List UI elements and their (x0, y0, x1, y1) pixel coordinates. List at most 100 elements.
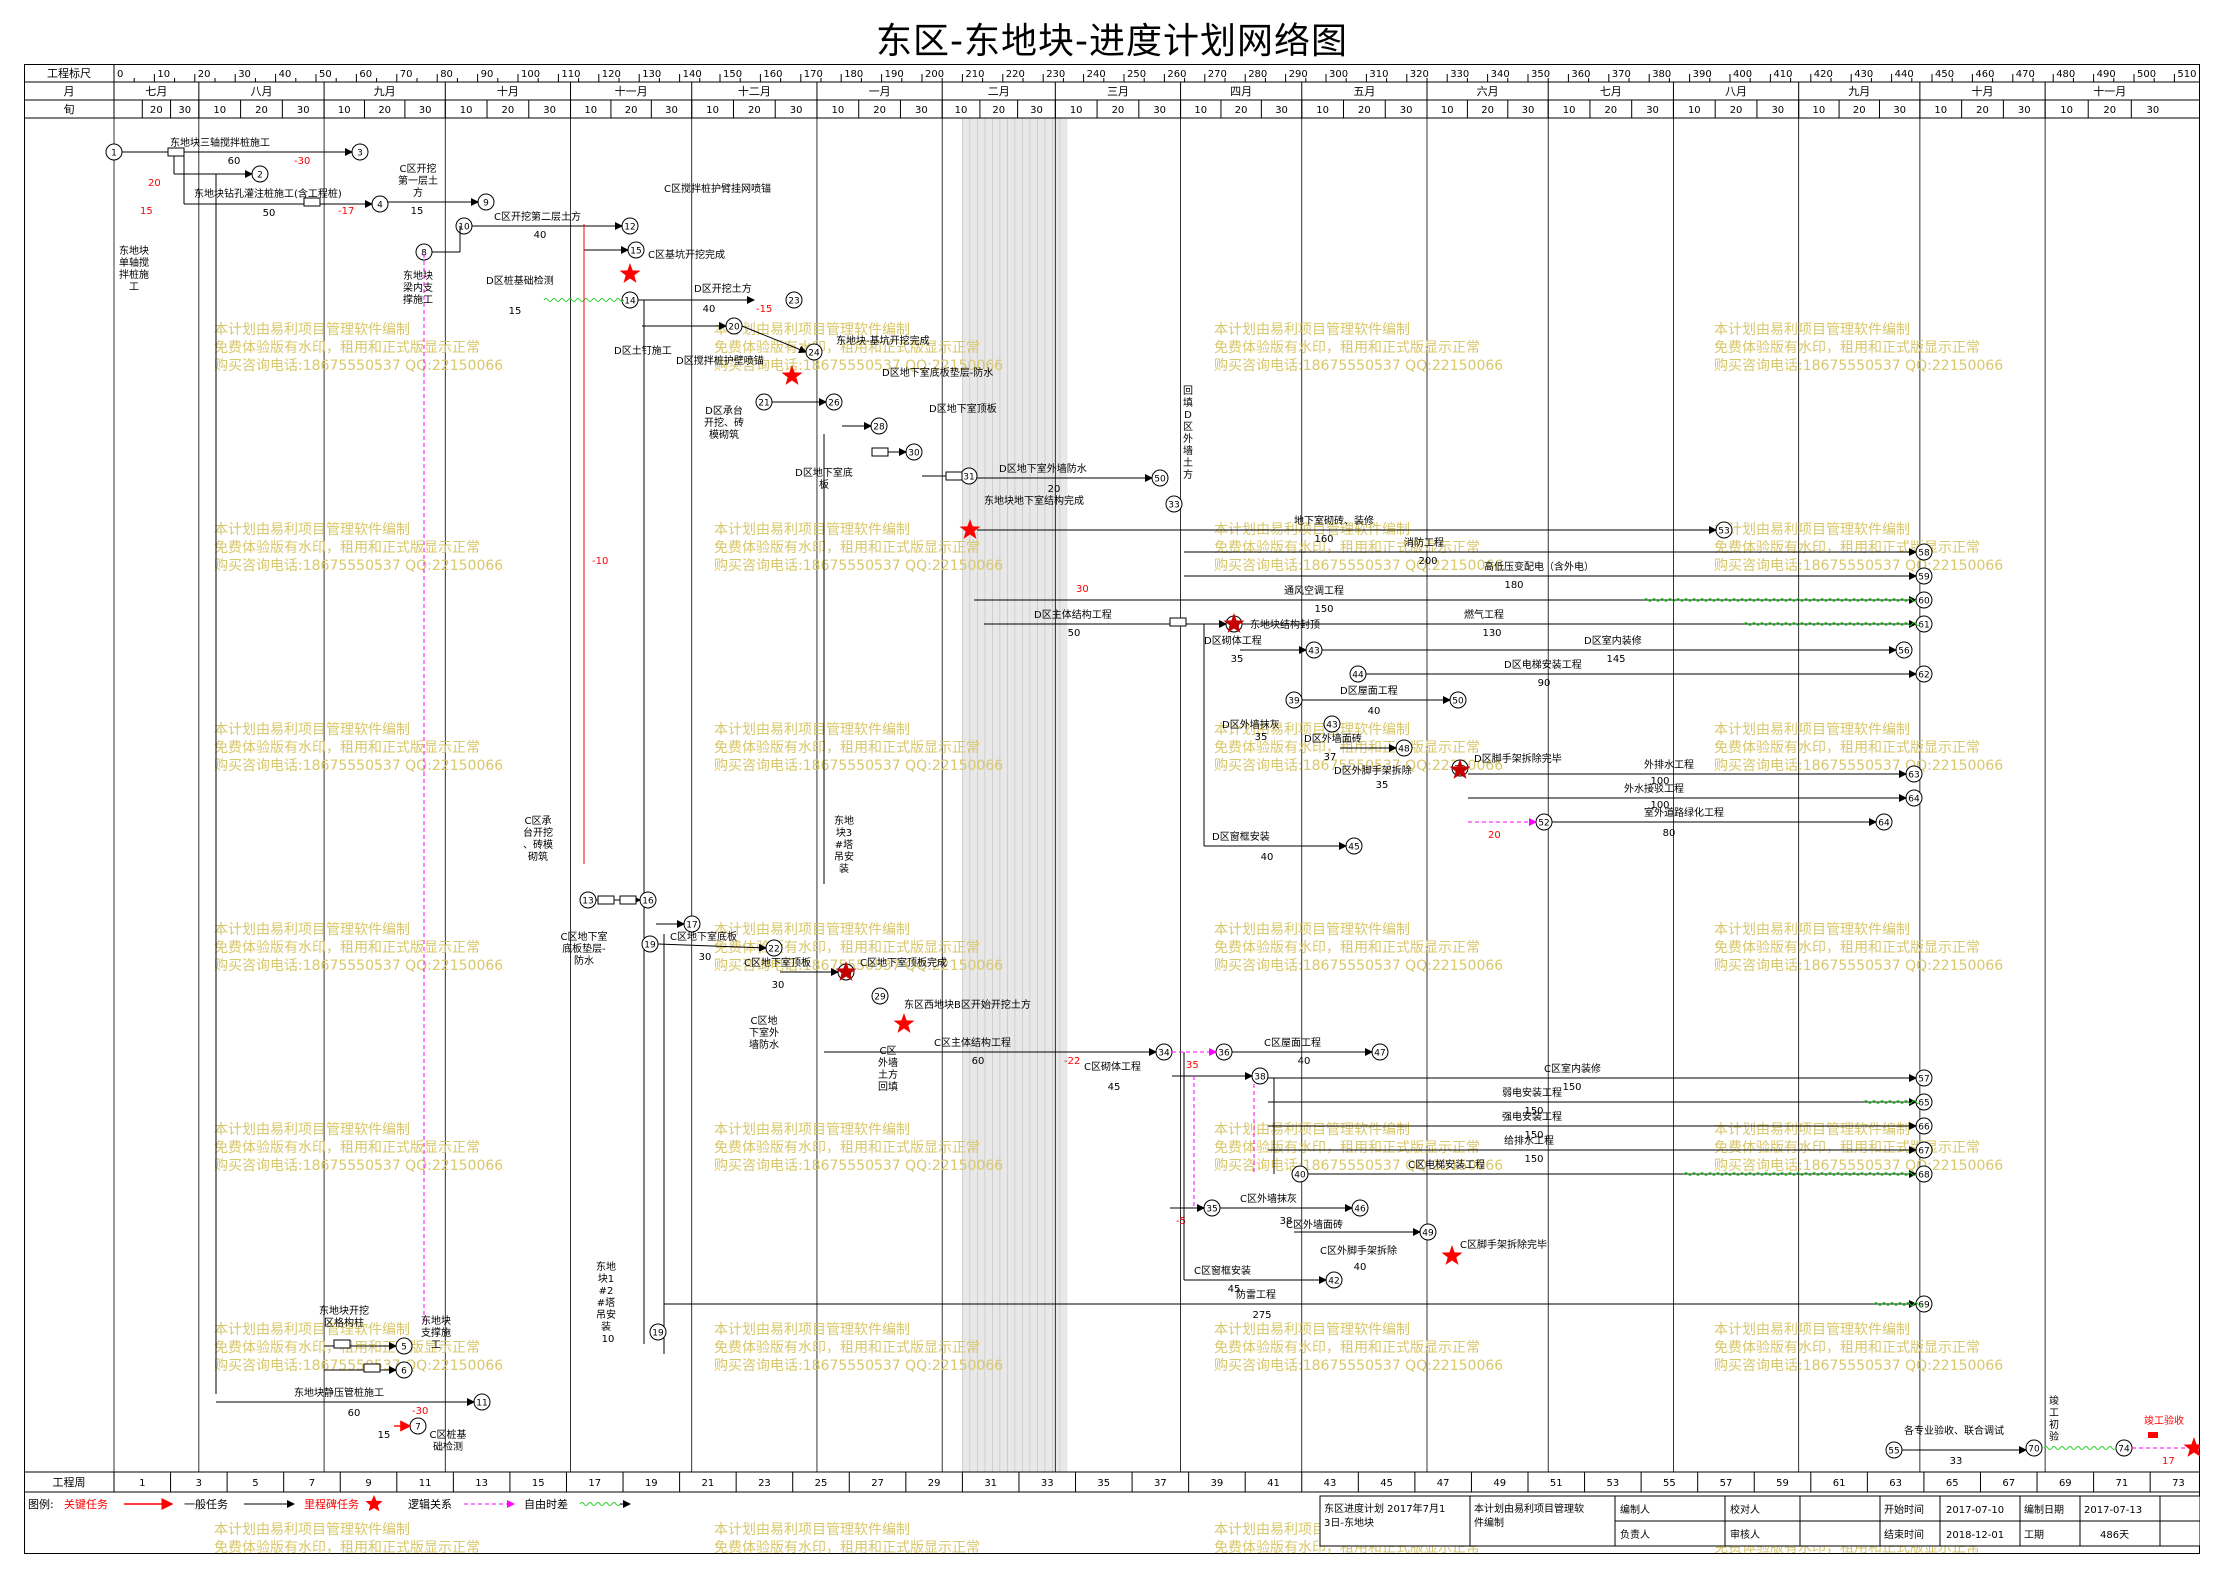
node-number: 20 (728, 323, 740, 333)
node-number: 50 (1452, 697, 1464, 707)
activity-label-a34: 外排水工程 (1644, 758, 1694, 771)
scale-tick-label: 60 (359, 69, 372, 80)
activity-duration-a29: 40 (1368, 706, 1381, 717)
week-number: 5 (252, 1478, 258, 1489)
node-number: 29 (874, 993, 886, 1003)
watermark-layer: 本计划由易利项目管理软件编制免费体验版有水印，租用和正式版显示正常购买咨询电话:… (214, 322, 2003, 1554)
watermark-text: 本计划由易利项目管理软件编制 (214, 322, 410, 338)
watermark-text: 购买咨询电话:18675550537 QQ:22150066 (214, 758, 503, 774)
activity-duration-a40: 30 (699, 952, 712, 963)
scale-tick-label: 480 (2056, 69, 2075, 80)
week-number: 27 (871, 1478, 884, 1489)
watermark-text: 免费体验版有水印，租用和正式版显示正常 (1714, 740, 1980, 756)
activity-label-a39: 底板垫层- (562, 942, 606, 955)
activity-label-a60: #2 (599, 1286, 614, 1297)
watermark-text: 购买咨询电话:18675550537 QQ:22150066 (714, 558, 1003, 574)
activity-label-a38: 、砖模 (523, 838, 553, 851)
watermark-text: 购买咨询电话:18675550537 QQ:22150066 (1714, 958, 2003, 974)
watermark-text: 本计划由易利项目管理软件编制 (1214, 922, 1410, 938)
xun-label-cell: 20 (1730, 105, 1743, 116)
activity-duration-a47: 45 (1108, 1082, 1121, 1093)
scale-tick-label: 250 (1127, 69, 1146, 80)
node-number: 68 (1918, 1171, 1930, 1181)
legend-title: 图例: (28, 1497, 54, 1511)
xun-label-cell: 10 (213, 105, 226, 116)
activity-duration-a22: 150 (1314, 604, 1333, 615)
activity-duration-a64: 60 (348, 1408, 361, 1419)
xun-label-cell: 10 (338, 105, 351, 116)
activity-duration-a19: 160 (1314, 534, 1333, 545)
xun-label-cell: 30 (297, 105, 310, 116)
xun-label-cell: 20 (1853, 105, 1866, 116)
month-name: 八月 (250, 85, 272, 98)
week-number: 47 (1437, 1478, 1450, 1489)
node-number: 59 (1918, 573, 1930, 583)
activity-duration-a31: 37 (1324, 752, 1337, 763)
xun-label-cell: 10 (460, 105, 473, 116)
watermark-text: 本计划由易利项目管理软件编制 (214, 1322, 410, 1338)
activity-label-a17: 方 (1183, 468, 1193, 481)
node-number: 64 (1908, 795, 1920, 805)
activity-duration-a37: 40 (1261, 852, 1274, 863)
week-number: 63 (1889, 1478, 1902, 1489)
activity-label-a22: 通风空调工程 (1284, 584, 1344, 597)
watermark-text: 免费体验版有水印，租用和正式版显示正常 (1214, 940, 1480, 956)
node-number: 10 (458, 223, 470, 233)
watermark-text: 本计划由易利项目管理软件编制 (1714, 1322, 1910, 1338)
week-number: 19 (645, 1478, 658, 1489)
month-name: 十二月 (738, 84, 771, 98)
activity-label-a65: 础检测 (433, 1440, 463, 1453)
activity-label-a2: 东地块钻孔灌注桩施工(含工程桩) (194, 187, 342, 200)
activity-label-a37: D区窗框安装 (1212, 830, 1270, 843)
node-number: 65 (1918, 1099, 1929, 1109)
node-circle (1165, 495, 1183, 513)
node-circle (871, 987, 889, 1005)
free-float-line (1643, 598, 1917, 602)
activity-label-a43: 东区西地块B区开始开挖土方 (904, 998, 1031, 1011)
week-number: 51 (1550, 1478, 1563, 1489)
progress-box (871, 447, 889, 457)
activity-label-a18: 东地块地下室结构完成 (984, 494, 1084, 507)
watermark-text: 购买咨询电话:18675550537 QQ:22150066 (1214, 758, 1503, 774)
scale-tick-label: 450 (1935, 69, 1954, 80)
activity-label-a11: 东地块-基坑开挖完成 (836, 334, 930, 347)
milestone-star (1223, 613, 1245, 633)
activity-label-a13: 开挖、砖 (704, 416, 744, 429)
activity-float-a8: -15 (756, 304, 772, 315)
scale-tick-label: 490 (2097, 69, 2116, 80)
activity-label-a63: 支撑施 (421, 1326, 451, 1339)
activity-label-a69: 竣 (2049, 1394, 2059, 1407)
legend-critical: 关键任务 (64, 1497, 108, 1511)
scale-tick-label: 130 (642, 69, 661, 80)
activity-label-a45: C区 (880, 1045, 897, 1057)
diamond-mark (2148, 1432, 2158, 1438)
watermark-text: 购买咨询电话:18675550537 QQ:22150066 (214, 1158, 503, 1174)
scale-tick-label: 470 (2016, 69, 2035, 80)
activity-duration-a46: 60 (972, 1056, 985, 1067)
info-table: 东区进度计划 2017年7月13日-东地块本计划由易利项目管理软件编制编制人负责… (1319, 1495, 2200, 1547)
node-number: 74 (2118, 1445, 2130, 1455)
activity-duration-a36: 80 (1663, 828, 1676, 839)
month-name: 四月 (1230, 85, 1252, 98)
node-number: 61 (1918, 621, 1929, 631)
activity-label-a39: 防水 (574, 954, 594, 967)
scale-tick-label: 220 (1006, 69, 1025, 80)
week-number: 49 (1493, 1478, 1506, 1489)
node-number: 38 (1254, 1073, 1266, 1083)
node-number: 24 (808, 349, 820, 359)
activity-label-a41: C区地下室顶板 (744, 956, 811, 969)
xun-label-cell: 10 (1563, 105, 1576, 116)
scale-tick-label: 50 (319, 69, 332, 80)
activity-label-a54: C区外墙抹灰 (1240, 1192, 1297, 1205)
scale-tick-label: 110 (561, 69, 580, 80)
node-number: 17 (686, 921, 697, 931)
activity-label-a49: C区室内装修 (1544, 1062, 1601, 1075)
activity-label-a33: D区脚手架拆除完毕 (1474, 752, 1562, 765)
legend-milestone: 里程碑任务 (304, 1498, 359, 1511)
activity-label-a28: D区电梯安装工程 (1504, 658, 1582, 671)
activity-label-a60: 块1 (598, 1273, 614, 1285)
xun-label-cell: 20 (255, 105, 268, 116)
duration-label: 工期 (2024, 1529, 2044, 1541)
activity-label-a68: 各专业验收、联合调试 (1904, 1424, 2004, 1437)
